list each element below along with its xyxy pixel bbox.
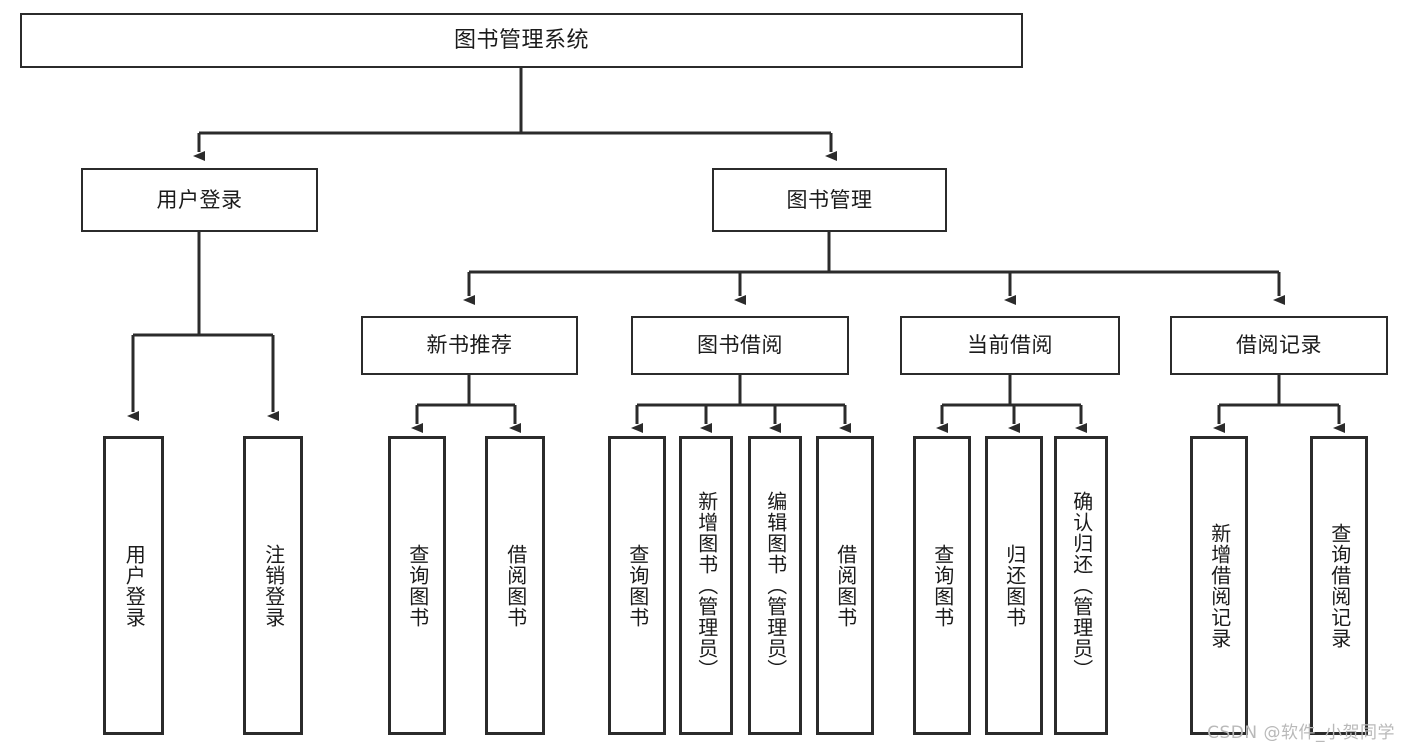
- node-label: 借阅图书: [503, 543, 528, 628]
- node-label: 新书推荐: [426, 333, 513, 358]
- node-label: 归还图书: [1002, 543, 1027, 628]
- node-label: 编辑图书（管理员）: [763, 491, 788, 680]
- leaf-record-query[interactable]: 查询借阅记录: [1310, 436, 1368, 735]
- node-label: 查询图书: [405, 543, 430, 628]
- node-label: 图书管理系统: [453, 27, 589, 53]
- node-label: 用户登录: [122, 543, 147, 628]
- node-label: 确认归还（管理员）: [1069, 491, 1094, 680]
- leaf-current-query-book[interactable]: 查询图书: [913, 436, 971, 735]
- node-label: 注销登录: [261, 543, 286, 628]
- leaf-borrow-edit-book-admin[interactable]: 编辑图书（管理员）: [748, 436, 802, 735]
- node-label: 用户登录: [156, 187, 243, 212]
- node-book-management[interactable]: 图书管理: [712, 168, 947, 232]
- leaf-borrow-borrow-book[interactable]: 借阅图书: [816, 436, 874, 735]
- leaf-user-logout[interactable]: 注销登录: [243, 436, 303, 735]
- node-current-borrow[interactable]: 当前借阅: [900, 316, 1120, 375]
- node-label: 当前借阅: [967, 333, 1053, 358]
- node-label: 查询图书: [625, 543, 650, 628]
- leaf-current-confirm-return-admin[interactable]: 确认归还（管理员）: [1054, 436, 1108, 735]
- node-label: 图书管理: [786, 187, 873, 212]
- node-label: 查询图书: [930, 543, 955, 628]
- leaf-borrow-add-book-admin[interactable]: 新增图书（管理员）: [679, 436, 733, 735]
- node-user-login[interactable]: 用户登录: [81, 168, 318, 232]
- node-book-borrow[interactable]: 图书借阅: [631, 316, 849, 375]
- node-borrow-record[interactable]: 借阅记录: [1170, 316, 1388, 375]
- watermark-text: CSDN @软件_小贺同学: [1207, 723, 1395, 743]
- node-root-system[interactable]: 图书管理系统: [20, 13, 1023, 68]
- node-label: 新增图书（管理员）: [694, 491, 719, 680]
- node-label: 借阅图书: [833, 543, 858, 628]
- node-label: 查询借阅记录: [1327, 522, 1352, 649]
- leaf-new-book-query[interactable]: 查询图书: [388, 436, 446, 735]
- leaf-borrow-query-book[interactable]: 查询图书: [608, 436, 666, 735]
- leaf-record-add[interactable]: 新增借阅记录: [1190, 436, 1248, 735]
- leaf-current-return-book[interactable]: 归还图书: [985, 436, 1043, 735]
- node-new-book-recommend[interactable]: 新书推荐: [361, 316, 578, 375]
- leaf-user-login[interactable]: 用户登录: [103, 436, 164, 735]
- node-label: 借阅记录: [1236, 333, 1322, 358]
- node-label: 新增借阅记录: [1207, 522, 1232, 649]
- node-label: 图书借阅: [697, 333, 783, 358]
- leaf-new-book-borrow[interactable]: 借阅图书: [485, 436, 545, 735]
